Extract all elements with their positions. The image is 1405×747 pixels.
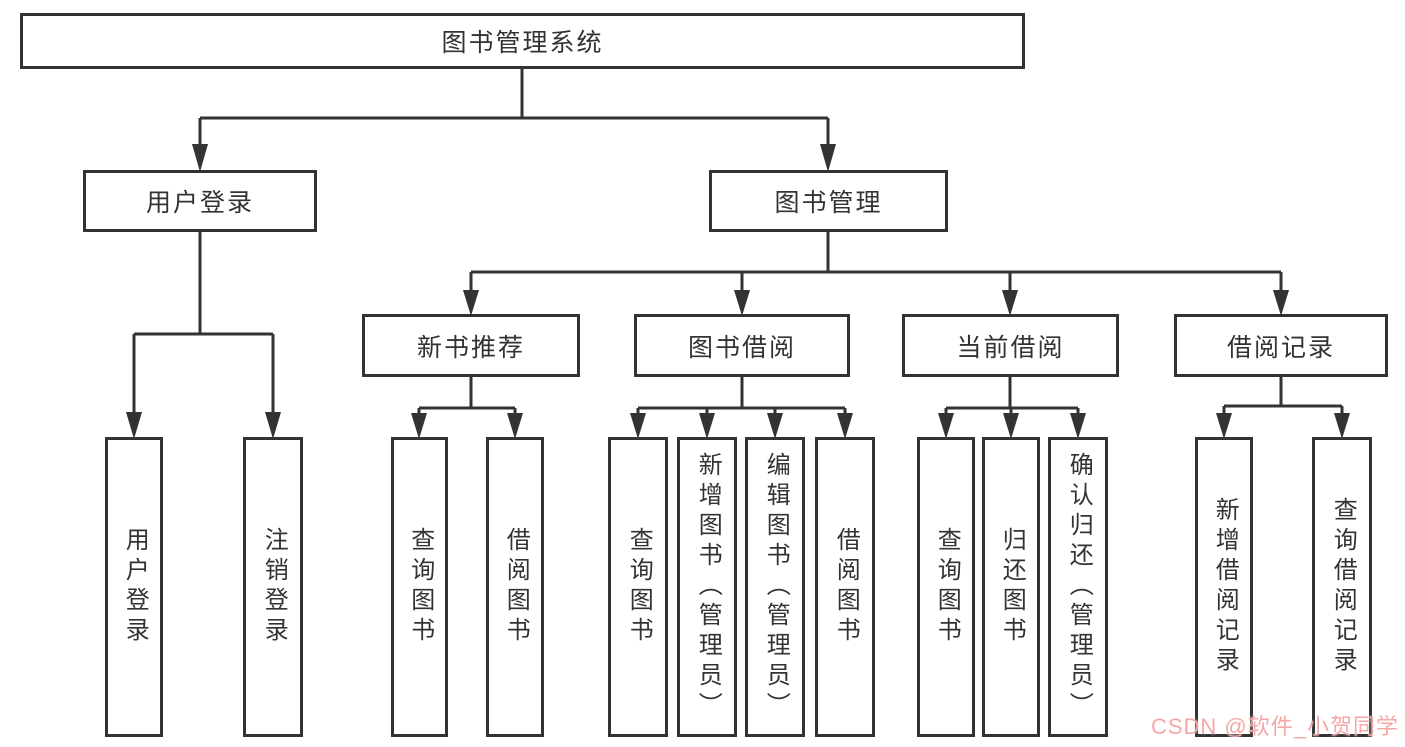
leaf-user-login: 用户登录 xyxy=(105,437,163,737)
leaf-add-borrow-record: 新增借阅记录 xyxy=(1195,437,1253,737)
node-label: 查询借阅记录 xyxy=(1329,497,1357,677)
node-label: 用户登录 xyxy=(145,189,254,217)
node-library-management-system: 图书管理系统 xyxy=(20,13,1025,69)
node-label: 用户登录 xyxy=(121,527,149,647)
leaf-borrow-books-recommend: 借阅图书 xyxy=(486,437,544,737)
leaf-add-books-admin: 新增图书（管理员） xyxy=(677,437,737,737)
leaf-edit-books-admin: 编辑图书（管理员） xyxy=(745,437,805,737)
node-label: 新增借阅记录 xyxy=(1211,497,1239,677)
node-label: 借阅图书 xyxy=(832,527,860,647)
node-label: 图书借阅 xyxy=(687,333,796,362)
node-label: 图书管理 xyxy=(774,189,883,217)
node-label: 借阅图书 xyxy=(502,527,530,647)
node-label: 确认归还（管理员） xyxy=(1065,452,1093,722)
leaf-confirm-return-admin: 确认归还（管理员） xyxy=(1048,437,1108,737)
leaf-query-books-current: 查询图书 xyxy=(917,437,975,737)
node-label: 图书管理系统 xyxy=(441,29,604,57)
leaf-query-books-recommend: 查询图书 xyxy=(391,437,448,737)
node-label: 新增图书（管理员） xyxy=(694,452,722,722)
node-label: 查询图书 xyxy=(933,527,961,647)
node-label: 查询图书 xyxy=(406,527,434,647)
leaf-query-books: 查询图书 xyxy=(608,437,668,737)
node-user-login: 用户登录 xyxy=(83,170,317,232)
node-label: 当前借阅 xyxy=(956,333,1065,362)
node-book-management: 图书管理 xyxy=(709,170,948,232)
node-label: 查询图书 xyxy=(625,527,653,647)
leaf-borrow-books: 借阅图书 xyxy=(815,437,875,737)
leaf-query-borrow-record: 查询借阅记录 xyxy=(1312,437,1372,737)
node-new-book-recommend: 新书推荐 xyxy=(362,314,580,377)
node-book-borrow: 图书借阅 xyxy=(634,314,850,377)
node-label: 新书推荐 xyxy=(416,333,525,362)
node-label: 借阅记录 xyxy=(1226,333,1335,362)
leaf-return-books: 归还图书 xyxy=(982,437,1040,737)
node-label: 注销登录 xyxy=(260,527,288,647)
node-label: 归还图书 xyxy=(998,527,1026,647)
leaf-logout: 注销登录 xyxy=(243,437,303,737)
node-current-borrow: 当前借阅 xyxy=(902,314,1119,377)
node-borrow-records: 借阅记录 xyxy=(1174,314,1388,377)
node-label: 编辑图书（管理员） xyxy=(762,452,790,722)
